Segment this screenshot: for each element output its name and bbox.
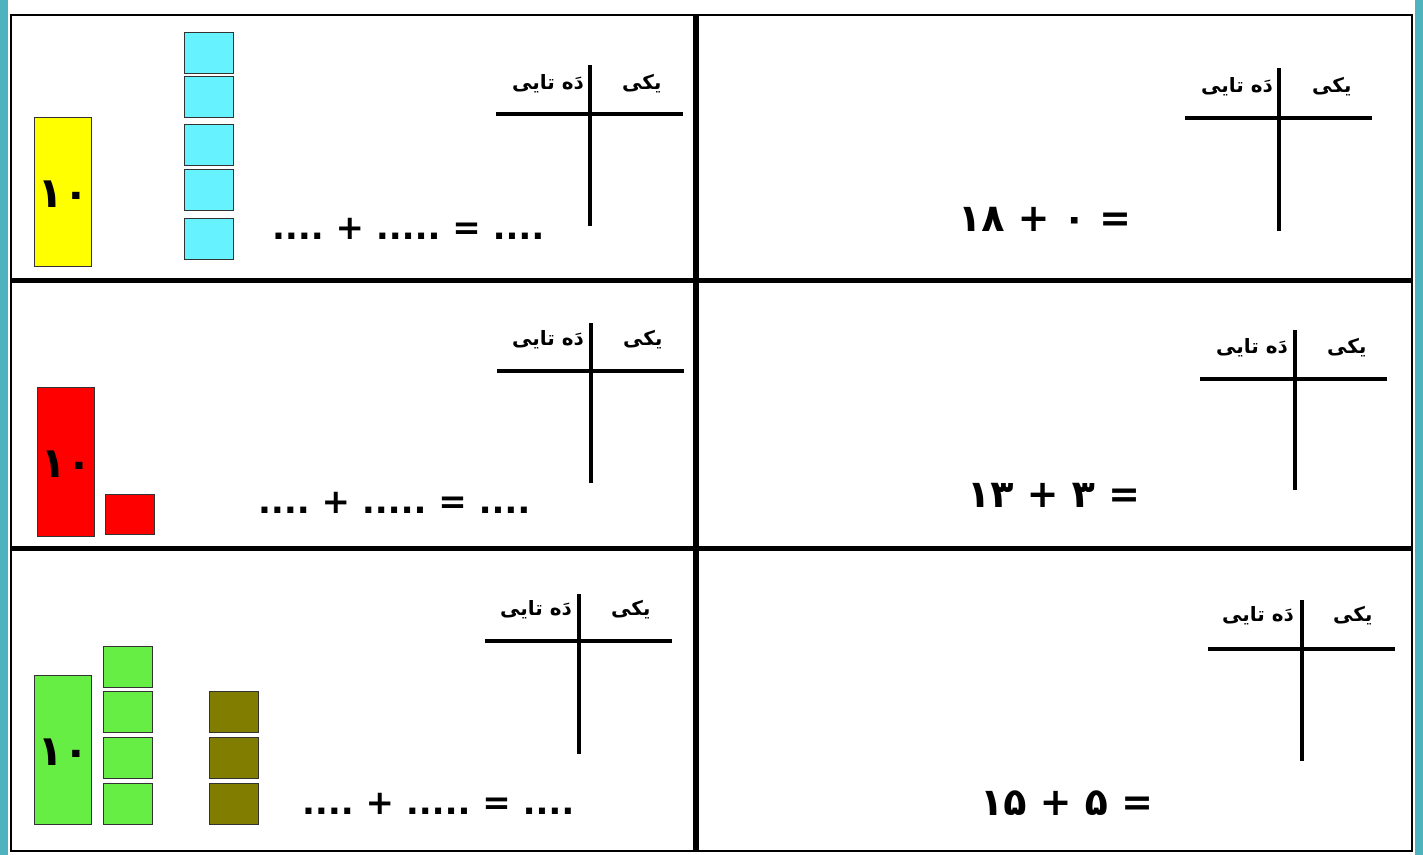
tens-column-label: دَه تایی <box>512 326 584 350</box>
ten-rod-yellow: ۱۰ <box>34 117 92 267</box>
rod-label: ۱۰ <box>40 437 92 487</box>
place-value-chart-vertical <box>1293 330 1297 490</box>
ones-column-label: یکی <box>1333 602 1373 626</box>
tens-column-label: دَه تایی <box>1201 73 1273 97</box>
left-frame-border <box>0 0 8 855</box>
rod-label: ۱۰ <box>37 167 89 217</box>
place-value-chart-vertical <box>589 323 593 483</box>
row-divider <box>10 546 1413 551</box>
tens-column-label: دَه تایی <box>1222 602 1294 626</box>
ones-column-label: یکی <box>623 326 663 350</box>
unit-cube-cyan <box>184 32 234 74</box>
ten-rod-green: ۱۰ <box>34 675 92 825</box>
blank-equation: .... + ..... = .... <box>258 482 531 522</box>
place-value-chart-vertical <box>577 594 581 754</box>
unit-cube-cyan <box>184 218 234 260</box>
rod-label: ۱۰ <box>37 725 89 775</box>
row-divider <box>10 278 1413 283</box>
place-value-chart-vertical <box>1300 600 1304 761</box>
blank-equation: .... + ..... = .... <box>272 208 545 248</box>
ones-column-label: یکی <box>622 70 662 94</box>
addition-problem: ۱۳ + ۳ = <box>967 472 1140 516</box>
blank-equation: .... + ..... = .... <box>302 783 575 823</box>
unit-cube-olive <box>209 691 259 733</box>
tens-column-label: دَه تایی <box>1216 334 1288 358</box>
ones-column-label: یکی <box>611 596 651 620</box>
column-divider <box>693 14 699 852</box>
ten-rod-red: ۱۰ <box>37 387 95 537</box>
ones-column-label: یکی <box>1327 334 1367 358</box>
unit-cube-red <box>105 494 155 535</box>
place-value-chart-vertical <box>1277 68 1281 231</box>
unit-cube-olive <box>209 783 259 825</box>
addition-problem: ۱۸ + ۰ = <box>958 196 1131 240</box>
addition-problem: ۱۵ + ۵ = <box>980 780 1153 824</box>
place-value-chart-vertical <box>588 65 592 226</box>
tens-column-label: دَه تایی <box>500 596 572 620</box>
tens-column-label: دَه تایی <box>512 70 584 94</box>
unit-cube-cyan <box>184 76 234 118</box>
unit-cube-green <box>103 737 153 779</box>
ones-column-label: یکی <box>1312 73 1352 97</box>
unit-cube-cyan <box>184 169 234 211</box>
unit-cube-green <box>103 783 153 825</box>
unit-cube-green <box>103 646 153 688</box>
unit-cube-green <box>103 691 153 733</box>
right-frame-border <box>1415 0 1423 855</box>
unit-cube-cyan <box>184 124 234 166</box>
unit-cube-olive <box>209 737 259 779</box>
